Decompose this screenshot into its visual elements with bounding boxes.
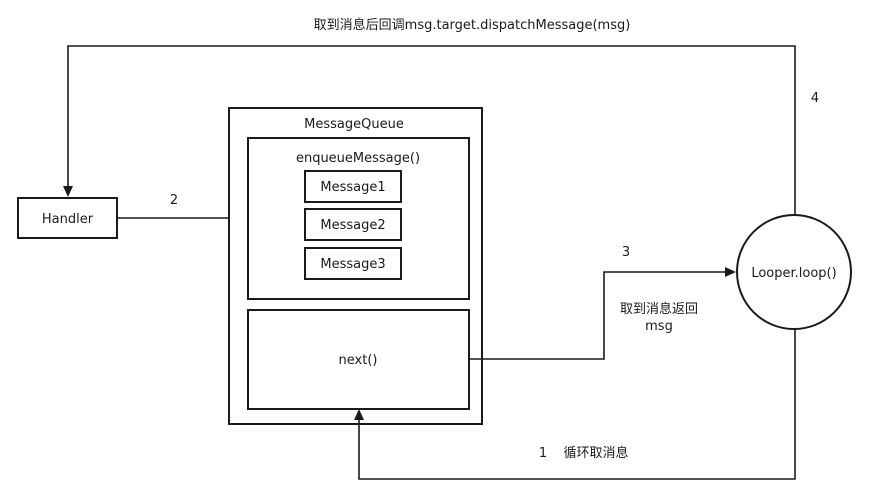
edge-next-to-looper	[469, 271, 727, 360]
label-step-4: 4	[811, 91, 819, 106]
message-1-label: Message1	[320, 180, 385, 195]
message-3-label: Message3	[320, 257, 385, 272]
edge-looper-to-next	[358, 329, 796, 480]
edge-dispatch-to-handler	[67, 45, 796, 215]
arrowhead-to-handler	[63, 186, 73, 197]
message-1-node: Message1	[304, 170, 402, 203]
label-step-3: 3	[622, 245, 630, 260]
message-2-node: Message2	[304, 208, 402, 241]
looper-label: Looper.loop()	[751, 266, 836, 281]
label-step-3-desc-line2: msg	[645, 319, 673, 334]
looper-node: Looper.loop()	[736, 214, 852, 330]
label-step-3-desc-line1: 取到消息返回	[620, 301, 698, 317]
enqueue-message-label: enqueueMessage()	[296, 151, 420, 166]
label-dispatch-callback: 取到消息后回调msg.target.dispatchMessage(msg)	[314, 17, 631, 33]
label-step-2: 2	[170, 193, 178, 208]
label-step-1-desc: 循环取消息	[563, 445, 628, 461]
arrowhead-to-next	[354, 409, 364, 420]
label-step-1: 1	[539, 446, 547, 461]
handler-node: Handler	[17, 197, 118, 239]
message-3-node: Message3	[304, 247, 402, 280]
next-label: next()	[339, 353, 378, 368]
arrowhead-to-looper	[725, 267, 736, 277]
next-node: next()	[247, 309, 470, 410]
message-2-label: Message2	[320, 218, 385, 233]
message-queue-label: MessageQueue	[304, 117, 404, 132]
handler-label: Handler	[42, 212, 94, 227]
